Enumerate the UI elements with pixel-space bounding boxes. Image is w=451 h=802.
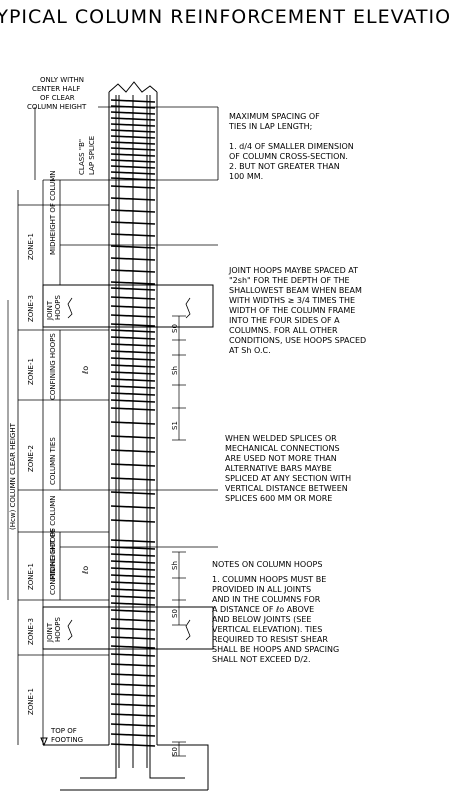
svg-text:INTO THE FOUR SIDES OF A: INTO THE FOUR SIDES OF A (229, 316, 340, 325)
svg-text:AND IN THE COLUMNS FOR: AND IN THE COLUMNS FOR (212, 595, 321, 604)
confining-hoops-label-upper: CONFINING HOOPS (49, 333, 57, 400)
svg-text:1. d/4 OF SMALLER DIMENSION: 1. d/4 OF SMALLER DIMENSION (229, 142, 354, 151)
zone-label-middle: ZONE-2 (27, 445, 35, 472)
svg-text:A DISTANCE OF ℓo ABOVE: A DISTANCE OF ℓo ABOVE (212, 605, 314, 614)
note-joint-hoops: JOINT HOOPS MAYBE SPACED AT "2sh" FOR TH… (228, 266, 366, 355)
lo-symbol-upper: ℓo (81, 366, 90, 375)
longitudinal-bars (80, 95, 185, 779)
top-of-footing-2: FOOTING (51, 736, 83, 744)
footing (43, 744, 209, 791)
midheight-label-upper: MIDHEIGHT OF COLUMN (49, 170, 57, 255)
lap-splice-label-1: CLASS "B" (78, 139, 86, 175)
top-left-note-line: COLUMN HEIGHT (27, 103, 87, 111)
svg-text:ONLY WITHN: ONLY WITHN (40, 76, 84, 84)
lo-symbol-lower: ℓo (81, 566, 90, 575)
svg-text:1. COLUMN HOOPS MUST BE: 1. COLUMN HOOPS MUST BE (212, 575, 326, 584)
svg-text:VERTICAL ELEVATION). TIES: VERTICAL ELEVATION). TIES (212, 625, 322, 634)
svg-text:MECHANICAL CONNECTIONS: MECHANICAL CONNECTIONS (225, 444, 340, 453)
spacing-dimensions (172, 315, 186, 757)
svg-text:2. BUT NOT GREATER THAN: 2. BUT NOT GREATER THAN (229, 162, 340, 171)
spacing-s0-lower: S0 (171, 609, 179, 618)
svg-text:SHALLOWEST BEAM WHEN BEAM: SHALLOWEST BEAM WHEN BEAM (229, 286, 362, 295)
note-welded-splices: WHEN WELDED SPLICES OR MECHANICAL CONNEC… (225, 434, 351, 503)
svg-text:REQUIRED TO RESIST SHEAR: REQUIRED TO RESIST SHEAR (212, 635, 328, 644)
top-left-note: ONLY WITHN CENTER HALF OF CLEAR COLUMN H… (27, 76, 87, 111)
zone-label-joint-upper: ZONE-3 (27, 295, 35, 322)
spacing-s0-footing: S0 (171, 747, 179, 756)
top-left-note-line: ONLY WITHN (40, 76, 84, 84)
svg-text:SPLICED AT ANY SECTION WITH: SPLICED AT ANY SECTION WITH (225, 474, 351, 483)
zone-label-confining-lower: ZONE-1 (27, 563, 35, 590)
spacing-sh-lower: Sh (171, 561, 179, 570)
note-lap-spacing: MAXIMUM SPACING OF TIES IN LAP LENGTH; 1… (228, 112, 354, 181)
svg-text:VERTICAL DISTANCE BETWEEN: VERTICAL DISTANCE BETWEEN (225, 484, 348, 493)
svg-text:CENTER HALF: CENTER HALF (32, 85, 80, 93)
joint-hoops-label-lower-2: HOOPS (54, 616, 62, 642)
svg-text:OF COLUMN CROSS-SECTION.: OF COLUMN CROSS-SECTION. (229, 152, 348, 161)
column-outline (108, 81, 158, 745)
zone-label-bottom: ZONE-1 (27, 688, 35, 715)
svg-text:ALTERNATIVE BARS MAYBE: ALTERNATIVE BARS MAYBE (225, 464, 332, 473)
midheight-label-lower: MIDHEIGHT OF COLUMN (49, 495, 57, 580)
svg-text:MAXIMUM SPACING OF: MAXIMUM SPACING OF (229, 112, 320, 121)
spacing-s0-upper: S0 (171, 324, 179, 333)
note-column-hoops: NOTES ON COLUMN HOOPS 1. COLUMN HOOPS MU… (212, 560, 339, 664)
top-left-note-line: CENTER HALF (32, 85, 80, 93)
svg-text:SPLICES 600 MM OR MORE: SPLICES 600 MM OR MORE (225, 494, 332, 503)
spacing-sh-upper: Sh (171, 366, 179, 375)
top-left-note-line: OF CLEAR (40, 94, 75, 102)
svg-text:SHALL NOT EXCEED D/2.: SHALL NOT EXCEED D/2. (212, 655, 311, 664)
drawing-title: TYPICAL COLUMN REINFORCEMENT ELEVATION (0, 6, 451, 28)
svg-text:"2sh" FOR THE DEPTH OF THE: "2sh" FOR THE DEPTH OF THE (229, 276, 350, 285)
svg-text:TIES IN LAP LENGTH;: TIES IN LAP LENGTH; (228, 122, 312, 131)
lap-splice-label-2: LAP SPLICE (88, 136, 96, 175)
svg-text:ARE USED NOT MORE THAN: ARE USED NOT MORE THAN (225, 454, 337, 463)
joint-hoops-label-upper-1: JOINT (46, 300, 54, 321)
spacing-s1: S1 (171, 421, 179, 430)
confining-hoops-label-lower: CONFINING HOOPS (49, 528, 57, 595)
svg-text:WITH WIDTHS ≥ 3/4 TIMES THE: WITH WIDTHS ≥ 3/4 TIMES THE (229, 296, 355, 305)
svg-text:OF CLEAR: OF CLEAR (40, 94, 75, 102)
svg-text:COLUMNS. FOR ALL OTHER: COLUMNS. FOR ALL OTHER (229, 326, 338, 335)
joint-hoops-label-upper-2: HOOPS (54, 294, 62, 320)
column-ties-label: COLUMN TIES (49, 437, 57, 485)
svg-text:100 MM.: 100 MM. (229, 172, 263, 181)
joint-hoop-symbols (67, 297, 191, 641)
svg-text:CONDITIONS, USE HOOPS SPACED: CONDITIONS, USE HOOPS SPACED (229, 336, 366, 345)
svg-text:JOINT HOOPS MAYBE SPACED AT: JOINT HOOPS MAYBE SPACED AT (228, 266, 358, 275)
svg-text:WHEN WELDED SPLICES OR: WHEN WELDED SPLICES OR (225, 434, 337, 443)
svg-text:SHALL BE HOOPS AND SPACING: SHALL BE HOOPS AND SPACING (212, 645, 339, 654)
zone-labels: ZONE-1 ZONE-3 ZONE-1 ZONE-2 ZONE-1 ZONE-… (27, 233, 35, 715)
clear-height-label: (Hcw) COLUMN CLEAR HEIGHT (9, 422, 17, 530)
svg-text:AT Sh O.C.: AT Sh O.C. (229, 346, 271, 355)
svg-text:PROVIDED IN ALL JOINTS: PROVIDED IN ALL JOINTS (212, 585, 311, 594)
zone-label-top: ZONE-1 (27, 233, 35, 260)
svg-text:AND BELOW JOINTS (SEE: AND BELOW JOINTS (SEE (212, 615, 311, 624)
svg-text:COLUMN HEIGHT: COLUMN HEIGHT (27, 103, 87, 111)
zone-label-confining-upper: ZONE-1 (27, 358, 35, 385)
svg-text:NOTES ON COLUMN HOOPS: NOTES ON COLUMN HOOPS (212, 560, 322, 569)
top-of-footing-marker (40, 737, 48, 747)
top-of-footing-1: TOP OF (50, 727, 77, 735)
zone-label-joint-lower: ZONE-3 (27, 618, 35, 645)
joint-hoops-label-lower-1: JOINT (46, 622, 54, 643)
svg-text:WIDTH OF THE COLUMN FRAME: WIDTH OF THE COLUMN FRAME (229, 306, 355, 315)
zone-frame (17, 179, 218, 745)
